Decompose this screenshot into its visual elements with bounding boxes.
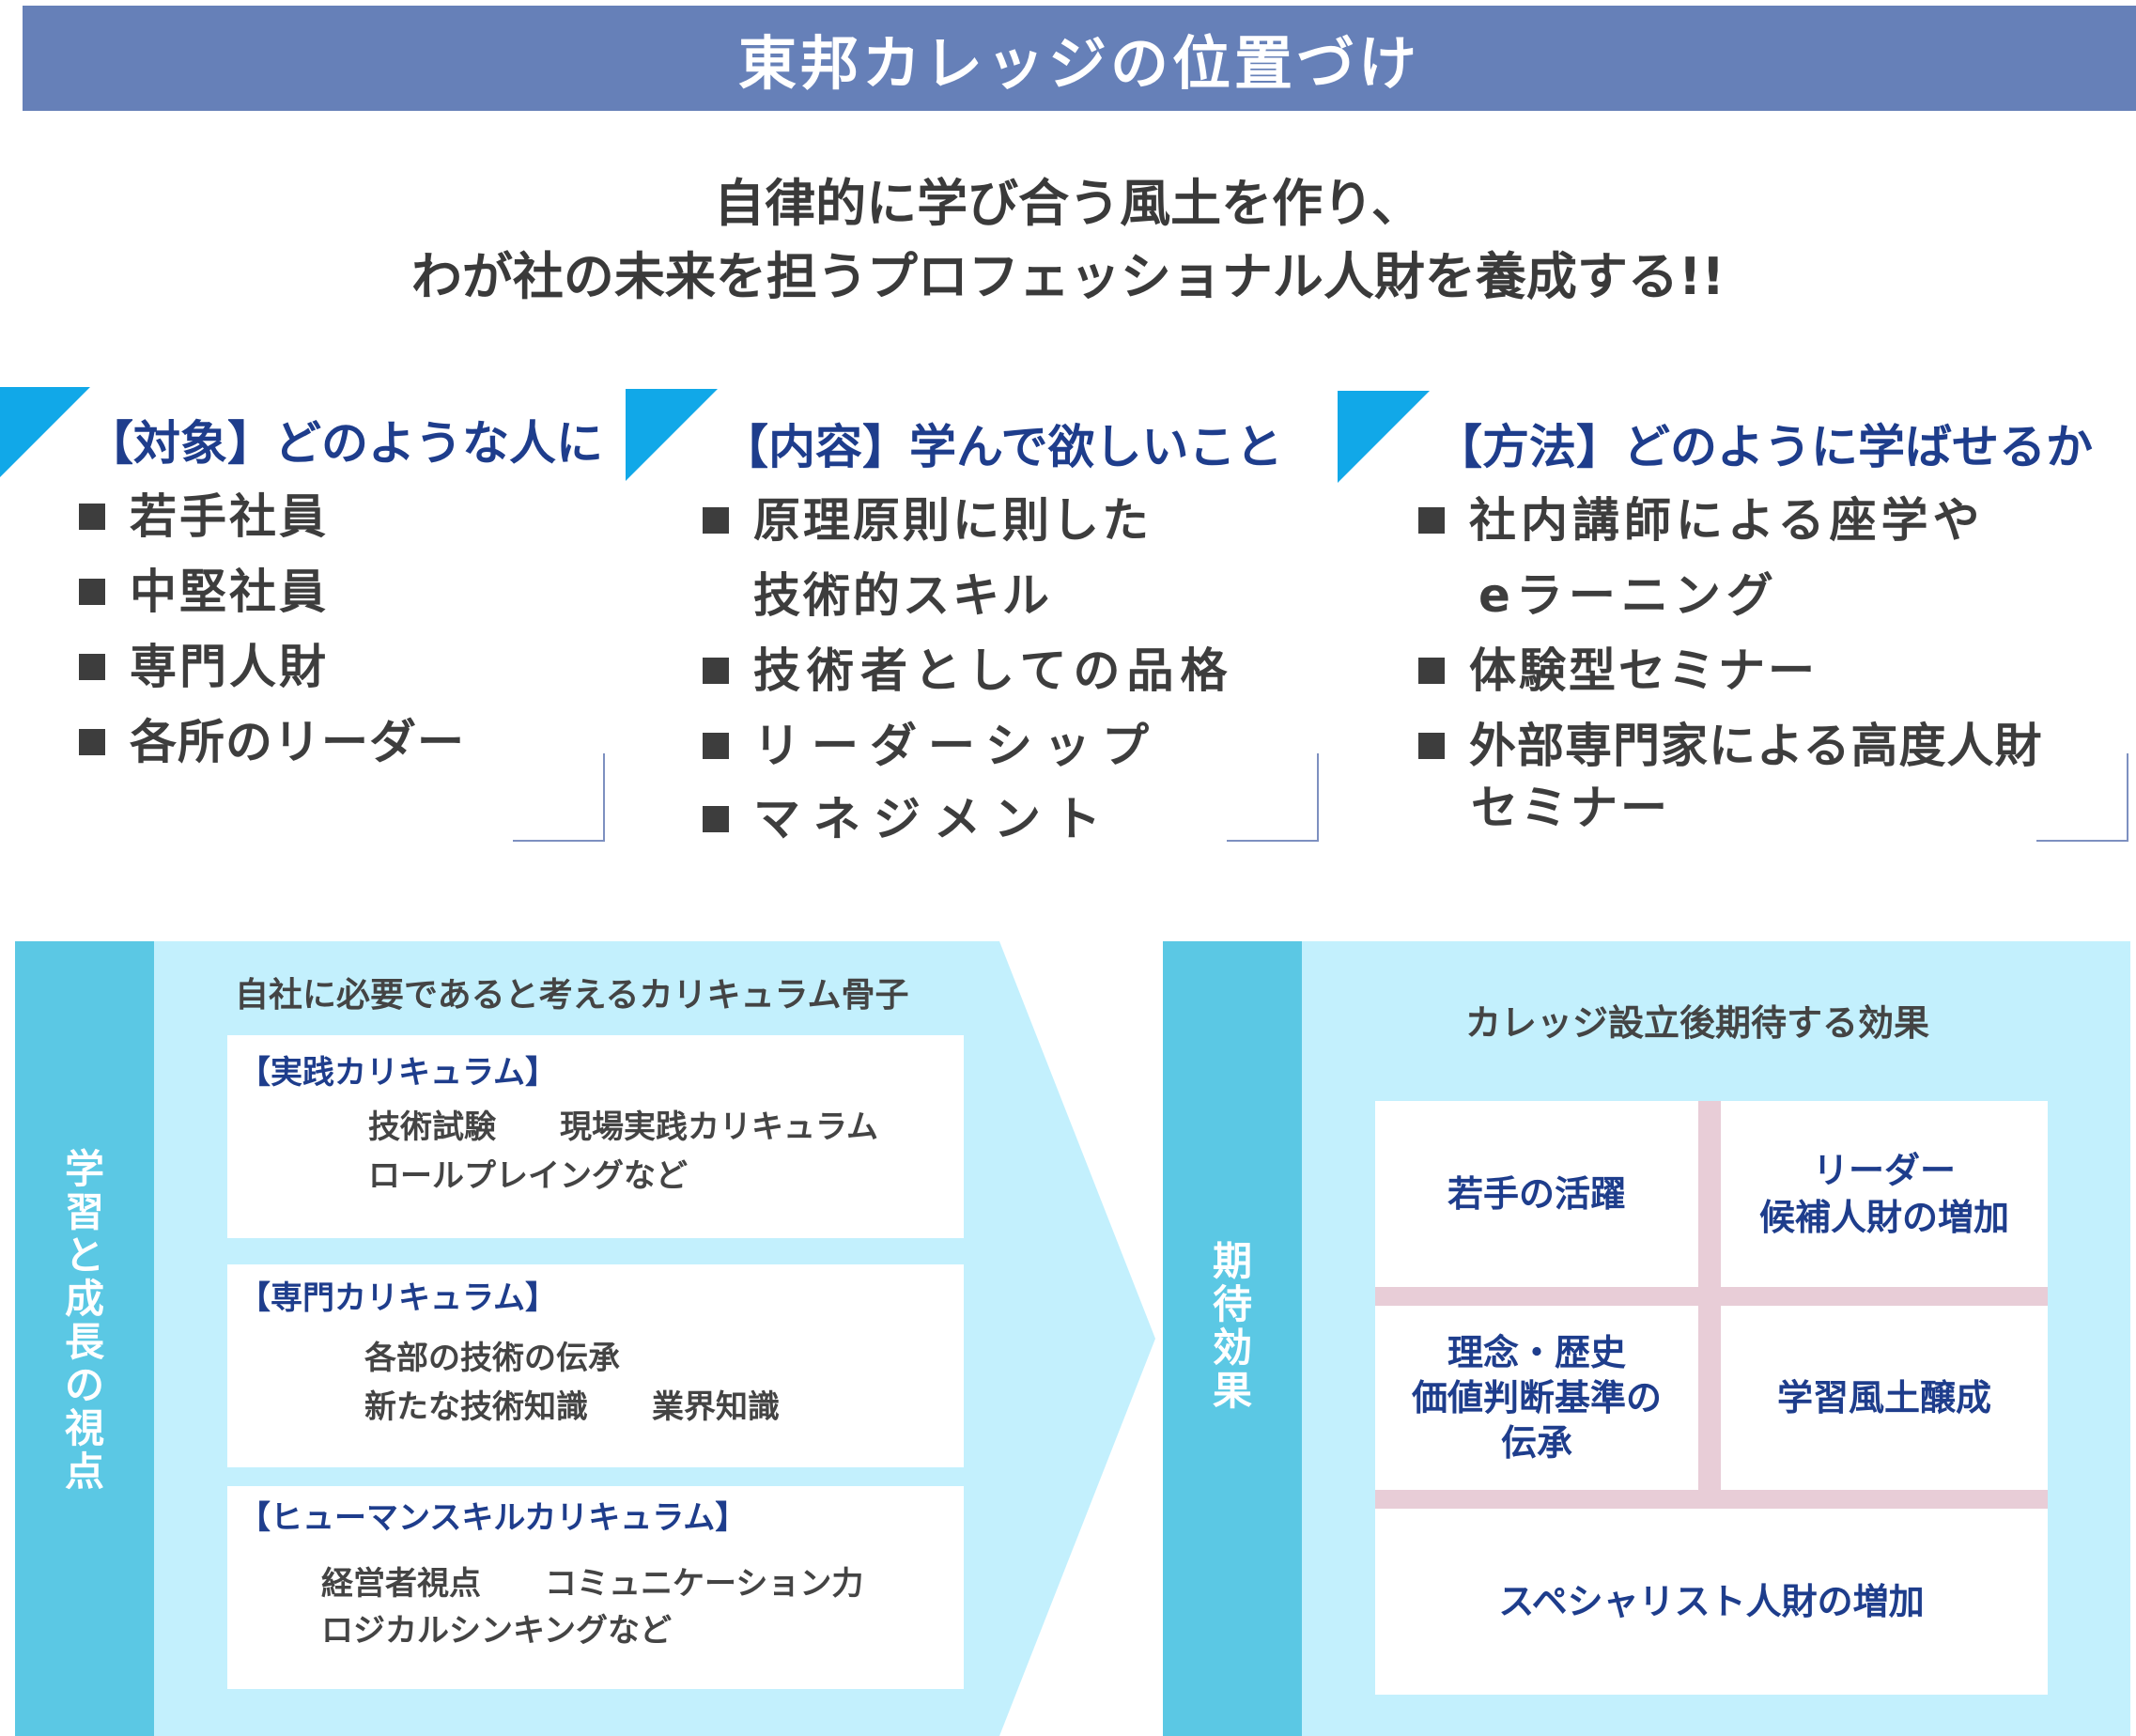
list-item: 外部専門家による高度人財 (1418, 708, 2043, 776)
column-heading: 【方法】どのように学ばせるか (1435, 420, 2093, 474)
effect-cell: 理念・歴史価値判断基準の伝承 (1375, 1306, 1698, 1490)
curriculum-box-specialist: 【専門カリキュラム】 各部の技術の伝承 新たな技術知識 業界知識 (227, 1264, 964, 1467)
list-item: リーダーシップ (703, 708, 1160, 776)
curriculum-line: 各部の技術の伝承 (364, 1340, 620, 1377)
corner-bracket (2036, 753, 2128, 842)
vertical-char: 待 (1212, 1281, 1252, 1327)
effect-cell: 若手の活躍 (1375, 1101, 1698, 1287)
vertical-char: の (64, 1362, 104, 1408)
column-method: 【方法】どのように学ばせるか 社内講師による座学や eラーニング 体験型セミナー… (1338, 391, 2136, 860)
effect-cell: スペシャリスト人財の増加 (1375, 1509, 2048, 1695)
list-item: 社内講師による座学や (1418, 483, 1985, 550)
list-item: 各所のリーダー (79, 705, 465, 772)
list-item: マネジメント (703, 782, 1114, 849)
accent-triangle-icon (626, 389, 718, 481)
curriculum-line: ロールプレイングなど (368, 1157, 688, 1195)
list-item-continuation: セミナー (1471, 781, 1670, 835)
list-item: 専門人財 (79, 629, 329, 697)
corner-bracket (1227, 753, 1319, 842)
page-title: 東邦カレッジの位置づけ (737, 29, 1420, 98)
vertical-char: 成 (64, 1276, 104, 1322)
curriculum-line: 経営者視点 コミュニケーション力 (321, 1565, 864, 1603)
effect-cell: 学習風土醸成 (1721, 1306, 2048, 1490)
curriculum-line: ロジカルシンキングなど (321, 1612, 672, 1650)
list-item-continuation: 技術的スキル (753, 568, 1052, 623)
square-bullet-icon (703, 733, 729, 759)
subtitle-line-1: 自律的に学び合う風土を作り、 (714, 174, 1422, 233)
column-heading: 【対象】どのような人に (86, 416, 603, 471)
corner-bracket (513, 753, 605, 842)
square-bullet-icon (79, 579, 105, 605)
vertical-char: 期 (1212, 1238, 1252, 1284)
curriculum-heading: 【実践カリキュラム】 (239, 1054, 557, 1092)
vertical-char: 習 (64, 1189, 104, 1235)
title-banner: 東邦カレッジの位置づけ (23, 6, 2136, 111)
list-item: 若手社員 (79, 479, 329, 547)
square-bullet-icon (79, 654, 105, 680)
vertical-char: 効 (1212, 1325, 1252, 1371)
list-item: 体験型セミナー (1418, 633, 1818, 701)
curriculum-heading: 【専門カリキュラム】 (239, 1279, 557, 1317)
accent-triangle-icon (1338, 391, 1430, 483)
vertical-char: と (64, 1232, 104, 1279)
column-heading: 【内容】学んで欲しいこと (721, 420, 1283, 474)
list-item: 中堅社員 (79, 554, 329, 622)
curriculum-line: 新たな技術知識 業界知識 (364, 1388, 780, 1426)
column-content: 【内容】学んで欲しいこと 原理原則に則した 技術的スキル 技術者としての品格 リ… (626, 389, 1321, 859)
square-bullet-icon (79, 729, 105, 755)
effects-strip: 期待効果 (1163, 941, 1302, 1736)
learning-strip-label: 学習と成長の視点 (15, 1148, 154, 1494)
effects-title: カレッジ設立後期待する効果 (1464, 1002, 1929, 1044)
vertical-char: 学 (64, 1146, 104, 1192)
curriculum-heading: 【ヒューマンスキルカリキュラム】 (239, 1499, 748, 1537)
learning-strip: 学習と成長の視点 (15, 941, 154, 1736)
square-bullet-icon (79, 504, 105, 530)
square-bullet-icon (1418, 507, 1445, 534)
curriculum-box-human-skill: 【ヒューマンスキルカリキュラム】 経営者視点 コミュニケーション力 ロジカルシン… (227, 1486, 964, 1689)
square-bullet-icon (1418, 658, 1445, 684)
vertical-char: 視 (64, 1405, 104, 1451)
curriculum-line: 技術試験 現場実践カリキュラム (368, 1108, 878, 1146)
list-item: 原理原則に則した (703, 483, 1152, 550)
effects-grid: 若手の活躍 リーダー候補人財の増加 理念・歴史価値判断基準の伝承 学習風土醸成 … (1375, 1101, 2048, 1695)
square-bullet-icon (703, 806, 729, 832)
list-item: 技術者としての品格 (703, 633, 1234, 701)
list-item-continuation: eラーニング (1478, 568, 1779, 623)
curriculum-title: 自社に必要であると考えるカリキュラム骨子 (235, 976, 909, 1015)
vertical-char: 点 (64, 1449, 104, 1495)
square-bullet-icon (703, 507, 729, 534)
effect-cell: リーダー候補人財の増加 (1721, 1101, 2048, 1287)
subtitle-line-2: わが社の未来を担うプロフェッショナル人財を養成する!! (410, 247, 1726, 306)
curriculum-box-practical: 【実践カリキュラム】 技術試験 現場実践カリキュラム ロールプレイングなど (227, 1035, 964, 1238)
vertical-char: 長 (64, 1319, 104, 1365)
square-bullet-icon (1418, 733, 1445, 759)
effects-strip-label: 期待効果 (1163, 1240, 1302, 1413)
vertical-char: 果 (1212, 1368, 1252, 1414)
accent-triangle-icon (0, 387, 90, 477)
square-bullet-icon (703, 658, 729, 684)
column-target: 【対象】どのような人に 若手社員 中堅社員 専門人財 各所のリーダー (0, 387, 620, 857)
